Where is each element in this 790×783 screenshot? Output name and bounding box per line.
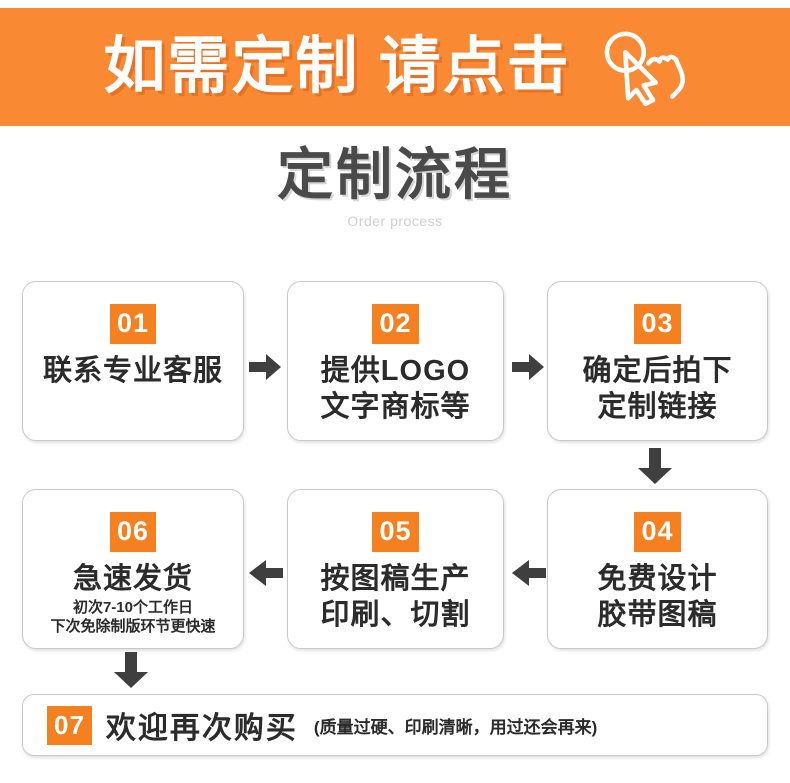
step-line: 联系专业客服 [42, 355, 223, 387]
step-subline: 初次7-10个工作日 [72, 598, 193, 616]
step-text: 确定后拍下 定制链接 [582, 354, 732, 425]
arrow-right-icon [249, 354, 281, 380]
arrow-right-icon [512, 354, 544, 380]
final-step-title: 欢迎再次购买 [105, 712, 298, 745]
arrow-down-icon [114, 652, 148, 688]
step-number-badge: 03 [634, 304, 681, 344]
step-card-01[interactable]: 01 联系专业客服 [22, 281, 244, 441]
step-number-badge: 02 [372, 304, 419, 344]
step-text: 急速发货 初次7-10个工作日 下次免除制版环节更快速 [50, 562, 215, 637]
final-step-note: (质量过硬、印刷清晰，用过还会再来) [313, 717, 598, 737]
step-line: 胶带图稿 [597, 598, 718, 631]
step-line: 印刷、切割 [320, 598, 471, 631]
arrow-left-icon [249, 560, 283, 586]
page-subtitle: Order process [347, 212, 443, 229]
step-line: 定制链接 [597, 390, 718, 423]
step-line: 免费设计 [597, 563, 718, 595]
page-title: 定制流程 [277, 143, 513, 206]
step-number-badge: 06 [109, 512, 157, 552]
step-line: 确定后拍下 [582, 355, 733, 387]
banner-title: 如需定制 请点击 [103, 32, 571, 101]
promo-banner[interactable]: 如需定制 请点击 [0, 8, 790, 126]
step-number-badge: 01 [109, 304, 157, 344]
step-number-badge: 05 [372, 512, 419, 552]
step-line: 按图稿生产 [320, 563, 471, 595]
step-card-02[interactable]: 02 提供LOGO 文字商标等 [287, 281, 504, 441]
step-text: 联系专业客服 [43, 354, 223, 390]
step-card-05[interactable]: 05 按图稿生产 印刷、切割 [287, 489, 504, 649]
step-subline: 下次免除制版环节更快速 [50, 618, 216, 636]
step-text: 提供LOGO 文字商标等 [320, 354, 470, 425]
arrow-left-icon [512, 560, 546, 586]
step-card-04[interactable]: 04 免费设计 胶带图稿 [547, 489, 768, 649]
click-hand-icon [604, 31, 685, 107]
arrow-down-icon [638, 448, 672, 484]
step-text: 按图稿生产 印刷、切割 [320, 562, 470, 633]
step-card-07[interactable]: 07 欢迎再次购买 (质量过硬、印刷清晰，用过还会再来) [22, 694, 768, 756]
step-text: 免费设计 胶带图稿 [597, 562, 717, 633]
section-heading: 定制流程 Order process [0, 143, 790, 229]
step-card-06[interactable]: 06 急速发货 初次7-10个工作日 下次免除制版环节更快速 [22, 489, 244, 649]
step-number-badge: 04 [634, 512, 681, 552]
step-card-03[interactable]: 03 确定后拍下 定制链接 [547, 281, 768, 441]
step-number-badge: 07 [47, 705, 92, 745]
step-line: 提供LOGO [320, 355, 471, 387]
step-line: 急速发货 [72, 563, 193, 595]
step-line: 文字商标等 [320, 390, 471, 423]
